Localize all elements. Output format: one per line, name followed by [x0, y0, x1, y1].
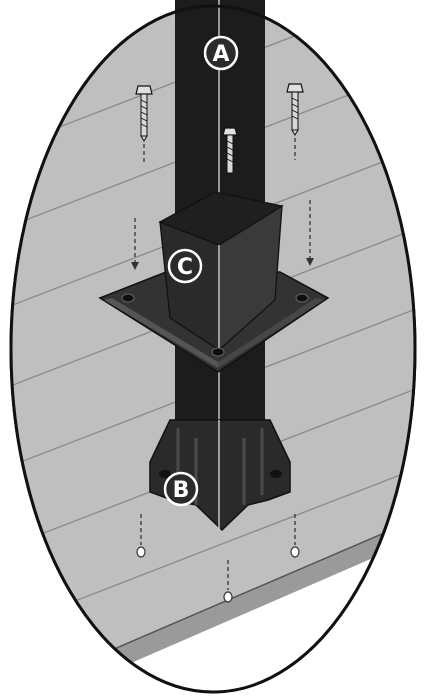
lag-bolt-icon [222, 127, 238, 174]
lag-bolt-icon [135, 85, 153, 142]
callout-b-label: B [173, 478, 190, 503]
anchor-hole-icon [136, 546, 300, 603]
lag-bolt-icon [286, 83, 304, 136]
callout-a: A [203, 35, 239, 71]
callout-c-label: C [177, 255, 193, 280]
callout-b: B [163, 471, 199, 507]
direction-arrow-icon [134, 138, 311, 590]
callout-c: C [167, 248, 203, 284]
callout-a-label: A [212, 42, 229, 67]
oval-border [9, 4, 417, 694]
